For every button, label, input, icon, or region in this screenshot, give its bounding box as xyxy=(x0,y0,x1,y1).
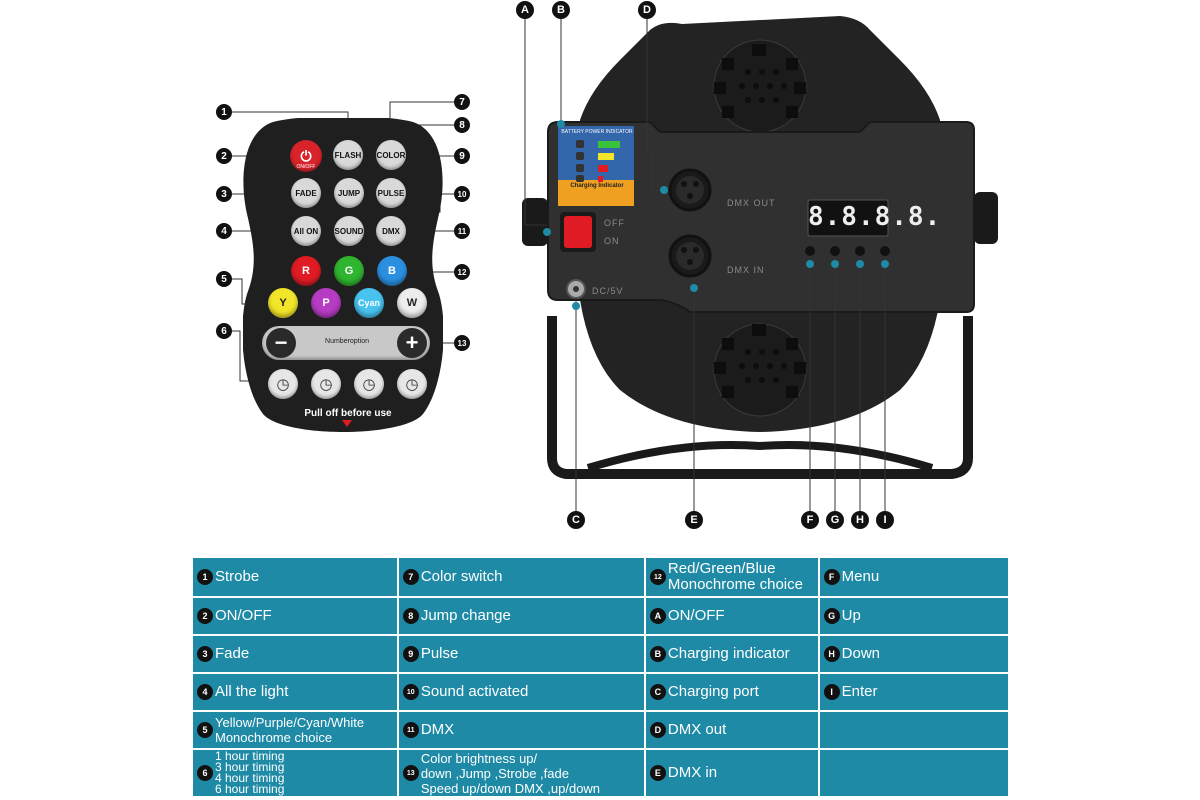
color-button[interactable]: COLOR xyxy=(376,140,406,170)
flash-button[interactable]: FLASH xyxy=(333,140,363,170)
callout-G: G xyxy=(826,511,844,529)
callout-4: 4 xyxy=(216,223,232,239)
callout-2: 2 xyxy=(216,148,232,164)
callout-7: 7 xyxy=(454,94,470,110)
callout-C: C xyxy=(567,511,585,529)
clock-icon: ◷ xyxy=(362,376,376,393)
callout-E: E xyxy=(685,511,703,529)
timer-1h-button[interactable]: ◷ xyxy=(268,369,298,399)
callout-5: 5 xyxy=(216,271,232,287)
callout-D: D xyxy=(638,1,656,19)
callout-11: 11 xyxy=(454,223,470,239)
charging-indicator-title: Charging Indicator xyxy=(570,183,624,189)
callout-3: 3 xyxy=(216,186,232,202)
callout-10: 10 xyxy=(454,186,470,202)
jump-button[interactable]: JUMP xyxy=(334,178,364,208)
callout-13: 13 xyxy=(454,335,470,351)
arrow-down-icon xyxy=(342,420,352,427)
remote-footer-text: Pull off before use xyxy=(304,408,392,419)
legend-cell xyxy=(817,710,1011,750)
timer-3h-button[interactable]: ◷ xyxy=(311,369,341,399)
dmx-out-label: DMX OUT xyxy=(727,198,776,208)
power-button-label: ON/OFF xyxy=(296,164,316,170)
timer-4h-button[interactable]: ◷ xyxy=(354,369,384,399)
sound-button[interactable]: SOUND xyxy=(334,216,364,246)
legend-cell xyxy=(817,748,1011,798)
dc-port-label: DC/5V xyxy=(592,286,624,296)
white-button[interactable]: W xyxy=(397,288,427,318)
callout-1: 1 xyxy=(216,104,232,120)
fade-button[interactable]: FADE xyxy=(291,178,321,208)
led-display: 8.8.8.8. xyxy=(808,202,942,232)
power-button[interactable]: ⏻ xyxy=(290,140,322,172)
dmx-in-label: DMX IN xyxy=(727,265,765,275)
green-button[interactable]: G xyxy=(334,256,364,286)
all-on-button[interactable]: All ON xyxy=(291,216,321,246)
dmx-button[interactable]: DMX xyxy=(376,216,406,246)
callout-I: I xyxy=(876,511,894,529)
number-option-label: Numberoption xyxy=(325,338,369,345)
switch-off-label: OFF xyxy=(604,218,625,228)
clock-icon: ◷ xyxy=(276,376,290,393)
callout-A: A xyxy=(516,1,534,19)
callout-6: 6 xyxy=(216,323,232,339)
red-button[interactable]: R xyxy=(291,256,321,286)
cyan-button[interactable]: Cyan xyxy=(354,288,384,318)
callout-8: 8 xyxy=(454,117,470,133)
callout-B: B xyxy=(552,1,570,19)
callout-F: F xyxy=(801,511,819,529)
yellow-button[interactable]: Y xyxy=(268,288,298,318)
device-graphic xyxy=(522,16,998,512)
callout-H: H xyxy=(851,511,869,529)
callout-9: 9 xyxy=(454,148,470,164)
switch-on-label: ON xyxy=(604,236,620,246)
purple-button[interactable]: P xyxy=(311,288,341,318)
blue-button[interactable]: B xyxy=(377,256,407,286)
minus-button[interactable]: − xyxy=(266,328,296,358)
timer-6h-button[interactable]: ◷ xyxy=(397,369,427,399)
callout-12: 12 xyxy=(454,264,470,280)
power-icon: ⏻ xyxy=(300,147,312,164)
plus-button[interactable]: + xyxy=(397,328,427,358)
clock-icon: ◷ xyxy=(319,376,333,393)
battery-indicator-title: BATTERY POWER INDICATOR xyxy=(561,129,633,135)
clock-icon: ◷ xyxy=(405,376,419,393)
pulse-button[interactable]: PULSE xyxy=(376,178,406,208)
